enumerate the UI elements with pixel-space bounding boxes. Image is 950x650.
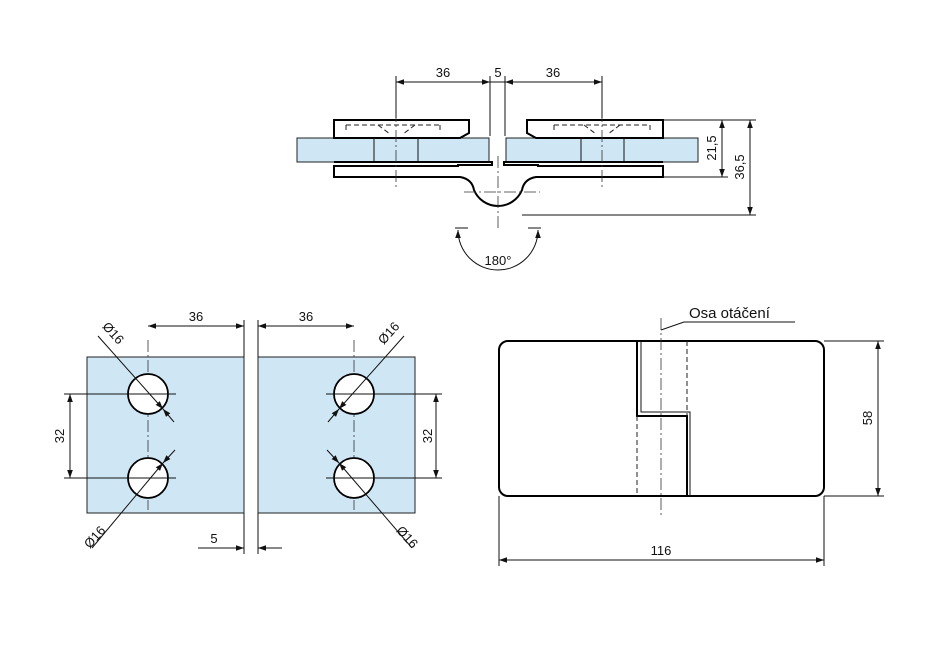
hinge-body-bottom xyxy=(333,161,664,207)
dim-top-left: 36 xyxy=(436,65,450,80)
leader-line xyxy=(338,462,413,549)
dim-width: 116 xyxy=(651,543,672,558)
dim-width-left: 36 xyxy=(189,309,203,324)
dim-gap-front: 5 xyxy=(210,531,217,546)
axis-leader xyxy=(660,321,685,331)
dim-spacing-left: 32 xyxy=(52,429,67,443)
angle-label: 180° xyxy=(485,253,512,268)
top-view: 36 5 36 21,5 36,5 180° xyxy=(296,65,756,271)
axis-label: Osa otáčení xyxy=(689,305,771,322)
leader-line xyxy=(162,449,176,464)
dim-top-gap: 5 xyxy=(494,65,501,80)
front-view: 32 32 36 36 Ø16 Ø16 Ø16 Ø16 5 xyxy=(52,309,442,554)
dim-spacing-right: 32 xyxy=(420,429,435,443)
leader-line xyxy=(162,408,175,423)
hinge-split-inner xyxy=(640,341,691,496)
countersunk-screw-left xyxy=(345,124,441,135)
dia-bottom-right: Ø16 xyxy=(394,523,422,551)
hinge-body-outline xyxy=(498,340,825,497)
dim-height: 58 xyxy=(860,411,875,425)
dim-height-total: 36,5 xyxy=(732,154,747,179)
glass-panel-front-right xyxy=(257,356,416,514)
leader-line xyxy=(327,408,340,423)
leader-line xyxy=(338,335,405,410)
screw-stem-left xyxy=(373,138,419,162)
dim-width-right: 36 xyxy=(299,309,313,324)
glass-panel-front-left xyxy=(86,356,245,514)
clamp-plate-top-left xyxy=(333,119,470,139)
leader-line xyxy=(97,335,164,410)
clamp-plate-top-right xyxy=(526,119,664,139)
hinge-split-line xyxy=(636,341,688,496)
dim-height-small: 21,5 xyxy=(704,135,719,160)
dia-bottom-left: Ø16 xyxy=(81,523,109,551)
dim-top-right: 36 xyxy=(546,65,560,80)
angle-arc xyxy=(455,229,541,271)
leader-line xyxy=(326,449,340,464)
side-view: Osa otáčení 58 116 xyxy=(498,305,884,566)
screw-stem-right xyxy=(580,138,625,162)
leader-line xyxy=(91,462,164,549)
glass-panel-left xyxy=(296,137,490,163)
